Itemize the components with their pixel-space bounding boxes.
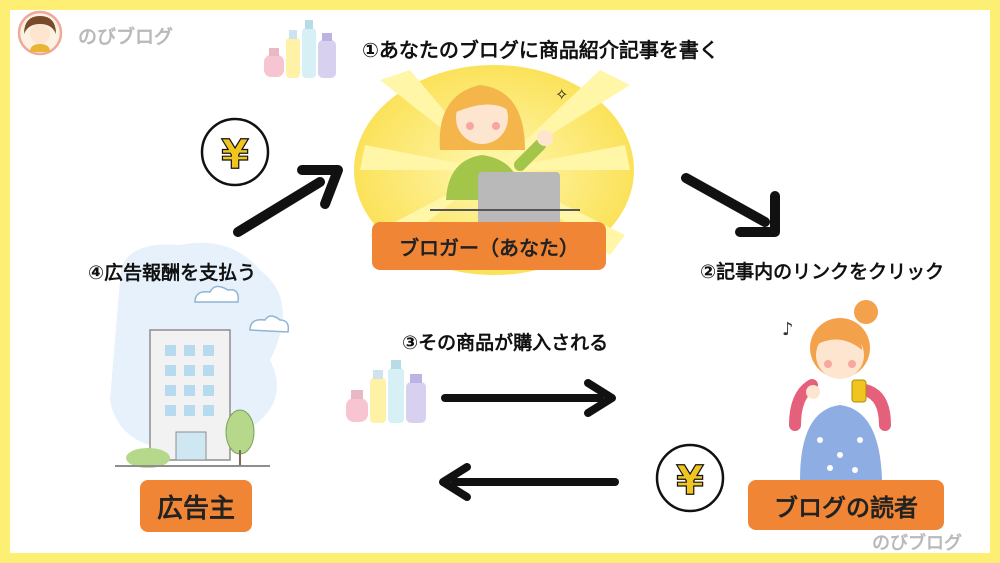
brand-name: のびブログ bbox=[78, 26, 174, 48]
advertiser-label: 広告主 bbox=[140, 480, 252, 532]
arrow-step3-right bbox=[441, 379, 616, 417]
step4-label: ④広告報酬を支払う bbox=[88, 262, 257, 284]
cosmetics-illustration-middle bbox=[346, 360, 426, 423]
arrow-step4 bbox=[233, 165, 343, 237]
reader-illustration: ♪ bbox=[782, 300, 891, 480]
svg-text:¥: ¥ bbox=[221, 132, 249, 178]
svg-text:¥: ¥ bbox=[676, 458, 704, 504]
yen-coin-icon: ¥ bbox=[655, 443, 725, 513]
building-illustration bbox=[110, 242, 290, 468]
svg-text:♪: ♪ bbox=[782, 319, 794, 340]
step2-label: ②記事内のリンクをクリック bbox=[700, 261, 945, 283]
reader-label: ブログの読者 bbox=[748, 480, 944, 530]
step1-label: ①あなたのブログに商品紹介記事を書く bbox=[362, 38, 719, 62]
svg-text:✧: ✧ bbox=[555, 85, 568, 104]
watermark: のびブログ bbox=[872, 533, 962, 553]
arrow-payment-left bbox=[439, 463, 619, 501]
step3-label: ③その商品が購入される bbox=[402, 332, 609, 354]
avatar bbox=[17, 10, 63, 56]
blogger-label: ブロガー（あなた） bbox=[372, 222, 606, 270]
cosmetics-illustration-top bbox=[264, 20, 336, 78]
yen-coin-icon: ¥ bbox=[200, 117, 270, 187]
diagram-canvas: ✧ bbox=[10, 10, 990, 553]
arrow-step2 bbox=[681, 173, 780, 237]
